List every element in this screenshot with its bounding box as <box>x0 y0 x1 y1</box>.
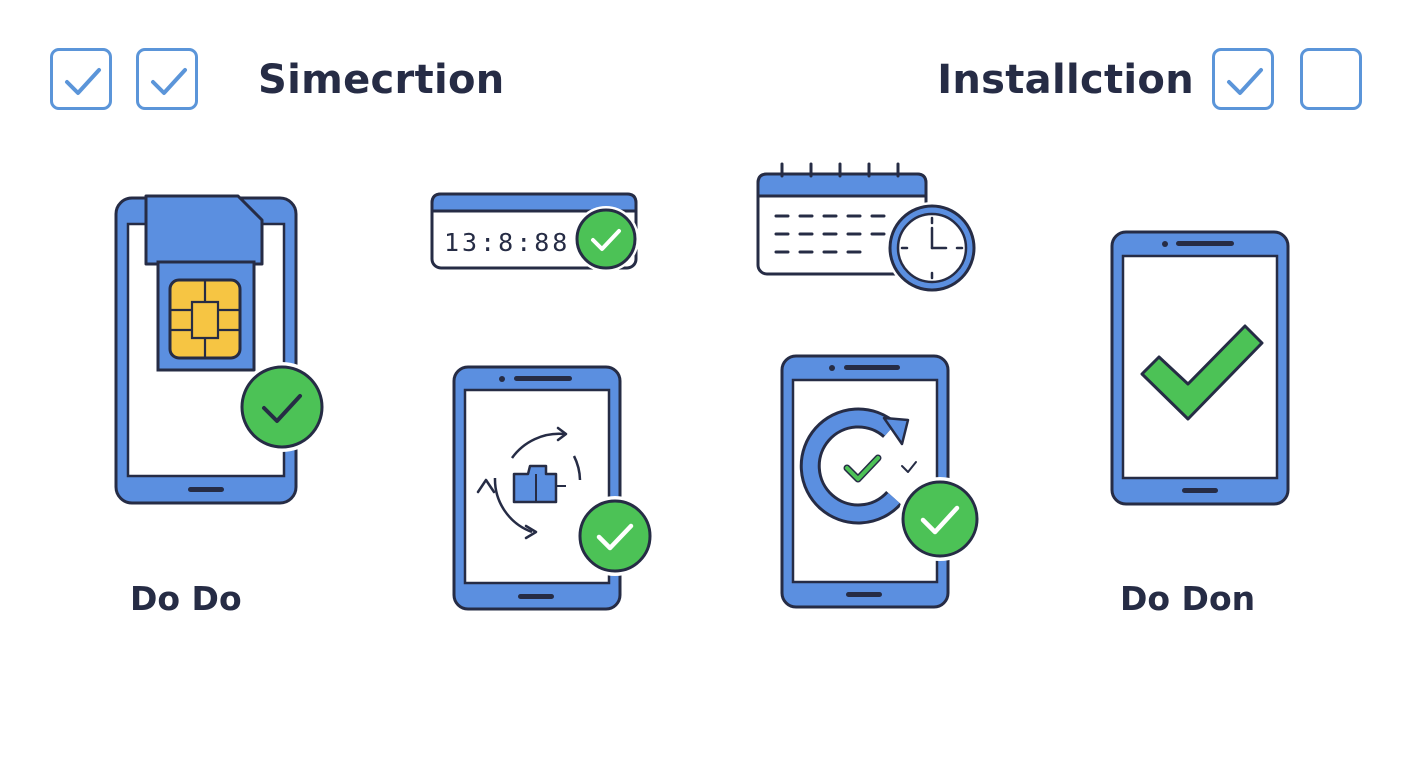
green-check-badge-icon <box>262 394 302 423</box>
header-checkbox-3[interactable] <box>1212 48 1274 110</box>
digital-clock-icon: 13:8:88: <box>430 192 639 272</box>
header-checkbox-2[interactable] <box>136 48 198 110</box>
left-heading: Simecrtion <box>258 57 505 103</box>
sim-card-icon <box>114 194 327 505</box>
green-check-badge-icon <box>591 229 621 251</box>
check-icon <box>1227 68 1263 95</box>
tablet-check-icon <box>1110 230 1290 506</box>
header-checkbox-1[interactable] <box>50 48 112 110</box>
right-heading: Installction <box>937 57 1194 103</box>
green-check-badge-icon <box>920 505 960 535</box>
check-icon <box>65 68 101 95</box>
clock-display: 13:8:88: <box>444 228 588 257</box>
header-checkbox-4[interactable] <box>1300 48 1362 110</box>
phone-refresh-icon <box>780 354 982 609</box>
calendar-clock-icon <box>756 162 978 294</box>
left-caption: Do Do <box>130 579 242 618</box>
tablet-sync-icon <box>452 365 655 611</box>
right-caption: Do Don <box>1120 579 1256 618</box>
green-check-badge-icon <box>596 523 634 551</box>
check-icon <box>151 68 187 95</box>
